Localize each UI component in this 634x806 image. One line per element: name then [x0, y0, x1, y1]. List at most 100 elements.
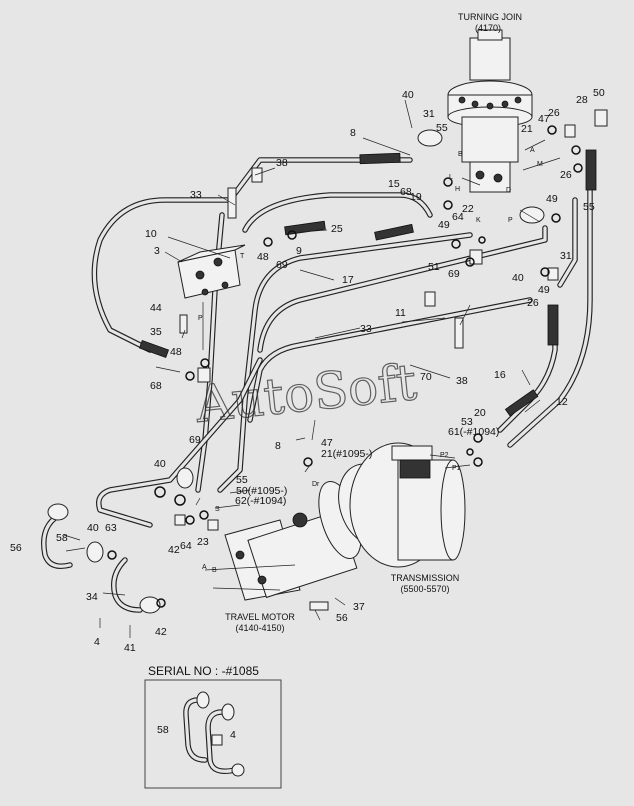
callout-number: 68	[400, 186, 412, 198]
callout-number: 49	[438, 219, 450, 231]
port-letter: Dr	[312, 481, 320, 488]
port-letter: L	[449, 174, 453, 181]
callout-number: 55	[236, 474, 248, 486]
transmission	[349, 442, 466, 568]
callout-number: 28	[576, 94, 588, 106]
callout-number: 64	[180, 540, 192, 552]
callout-number: 40	[87, 522, 99, 534]
serial-title: SERIAL NO : -#1085	[148, 664, 259, 678]
callout-number: 68	[150, 380, 162, 392]
callout-number: 33	[360, 323, 372, 335]
port-letter: T	[240, 253, 245, 260]
callout-number: 48	[257, 251, 269, 263]
callout-number: 38	[276, 157, 288, 169]
callout-number: 69	[448, 268, 460, 280]
callout-number: 9	[296, 245, 302, 257]
callout-number: 56	[10, 542, 22, 554]
callout-number: 31	[423, 108, 435, 120]
callout-number: 69	[276, 259, 288, 271]
callout-number: 22	[462, 203, 474, 215]
port-letter: K	[476, 217, 481, 224]
port-letter: M	[537, 161, 543, 168]
callout-number: 15	[388, 178, 400, 190]
callout-number: 31	[560, 250, 572, 262]
port-letter: B	[458, 151, 463, 158]
callout-number: 17	[342, 274, 354, 286]
port-letter: P1	[452, 465, 461, 472]
port-letter: A	[202, 564, 207, 571]
serial-label: 4	[230, 729, 236, 741]
transmission-code: (5500-5570)	[400, 584, 449, 594]
callout-number: 41	[124, 642, 136, 654]
callout-number: 25	[331, 223, 343, 235]
callout-number: 56	[336, 612, 348, 624]
callout-number: 26	[527, 297, 539, 309]
callout-labels: 4031558383310344354868259694817156819496…	[0, 0, 605, 654]
callout-number: 63	[105, 522, 117, 534]
callout-number: 8	[275, 440, 281, 452]
callout-number: 42	[168, 544, 180, 556]
callout-number: 58	[56, 532, 68, 544]
callout-number: 40	[402, 89, 414, 101]
port-letter: A	[530, 147, 535, 154]
callout-number: 50(#1095-)	[236, 485, 287, 497]
callout-number: 3	[154, 245, 160, 257]
turning-joint	[447, 29, 533, 193]
port-letter: D	[506, 187, 511, 194]
callout-number: 47	[321, 437, 333, 449]
leader-lines	[63, 99, 561, 638]
serial-label: 58	[157, 724, 169, 736]
port-letter: S	[215, 506, 220, 513]
callout-number: 19	[410, 191, 422, 203]
turning-joint-code: (4170)	[475, 23, 501, 33]
callout-number: 40	[154, 458, 166, 470]
callout-number: 12	[556, 396, 568, 408]
port-letter: P2	[440, 452, 449, 459]
travel-motor-name: TRAVEL MOTOR	[225, 612, 295, 622]
serial-inset	[144, 679, 282, 789]
callout-number: 10	[145, 228, 157, 240]
callout-number: 55	[583, 201, 595, 213]
o-rings	[107, 125, 583, 608]
callout-number: 26	[548, 107, 560, 119]
callout-number: 26	[560, 169, 572, 181]
port-letter: P	[508, 217, 513, 224]
callout-number: 49	[546, 193, 558, 205]
callout-number: 20	[474, 407, 486, 419]
callout-number: 42	[155, 626, 167, 638]
turning-joint-name: TURNING JOIN	[458, 12, 522, 22]
callout-number: 70	[420, 371, 432, 383]
travel-motor	[224, 463, 402, 601]
port-letter: B	[212, 567, 217, 574]
callout-number: 34	[86, 591, 98, 603]
callout-number: 35	[150, 326, 162, 338]
watermark: AutoSoft	[192, 353, 419, 434]
callout-number: 8	[350, 127, 356, 139]
callout-number: 21(#1095-)	[321, 448, 372, 460]
callout-number: 21	[521, 123, 533, 135]
callout-number: 51	[428, 261, 440, 273]
transmission-name: TRANSMISSION	[391, 573, 460, 583]
callout-number: 62(-#1094)	[235, 495, 286, 507]
port-letter: H	[455, 186, 460, 193]
fittings	[47, 109, 608, 614]
callout-number: 64	[452, 211, 464, 223]
callout-number: 49	[538, 284, 550, 296]
travel-motor-code: (4140-4150)	[235, 623, 284, 633]
callout-number: 69	[189, 434, 201, 446]
callout-number: 40	[512, 272, 524, 284]
callout-number: 33	[190, 189, 202, 201]
callout-number: 47	[538, 113, 550, 125]
callout-number: 50	[593, 87, 605, 99]
callout-number: 55	[436, 122, 448, 134]
port-letter: P	[198, 315, 203, 322]
hose-segments	[138, 149, 597, 417]
callout-number: 4	[94, 636, 100, 648]
callout-number: 16	[494, 369, 506, 381]
callout-number: 61(-#1094)	[448, 426, 499, 438]
callout-number: 23	[197, 536, 209, 548]
callout-number: 44	[150, 302, 162, 314]
